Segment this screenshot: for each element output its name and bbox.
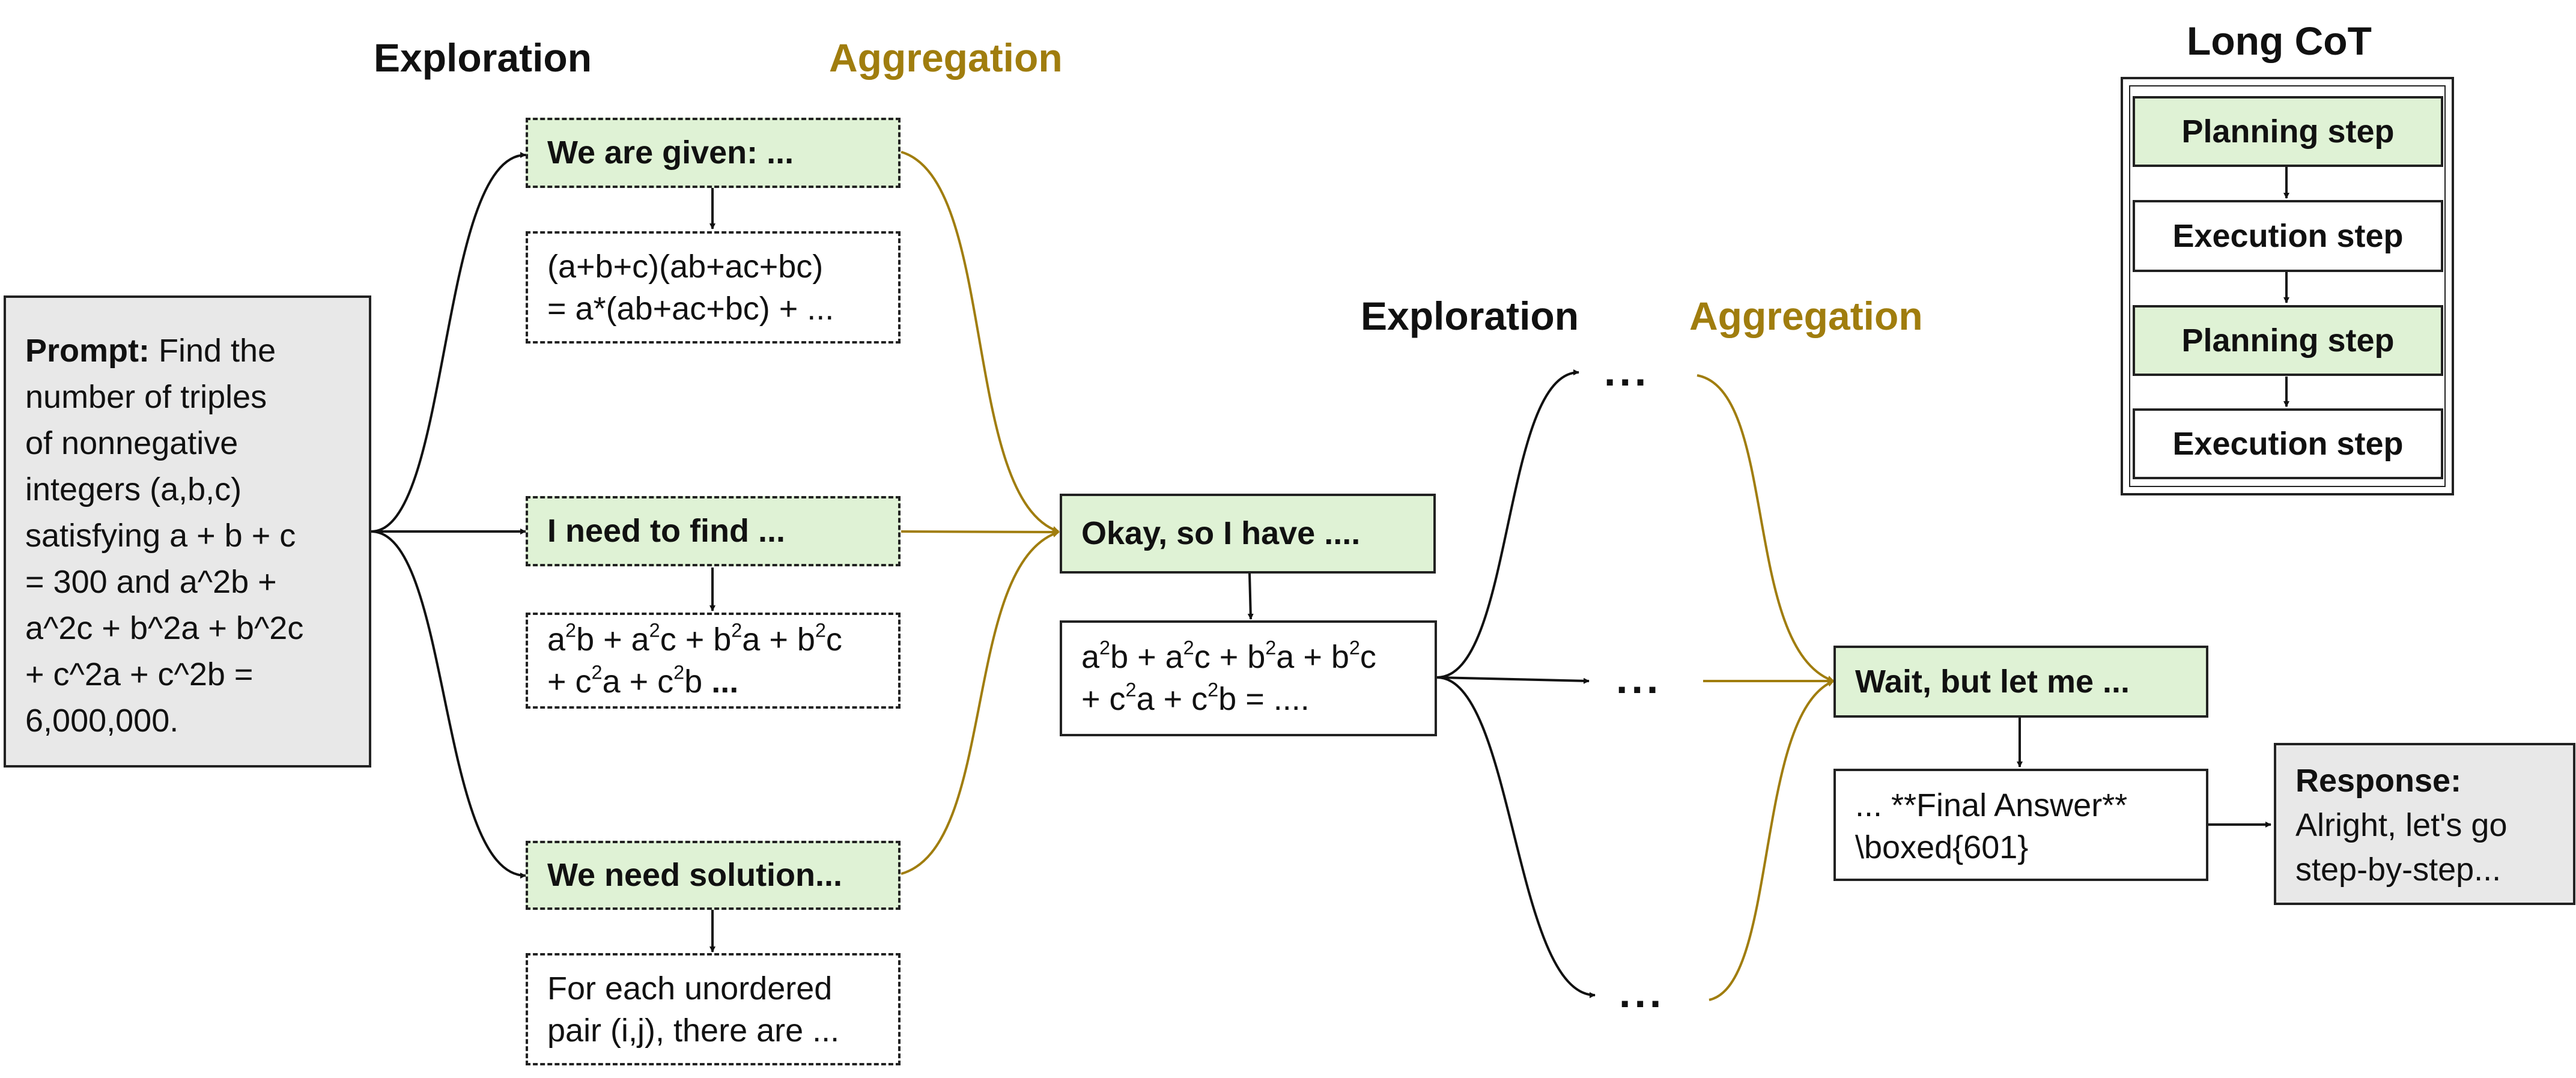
aggregate2-arrow-top bbox=[1697, 374, 1835, 683]
long-cot-step-planning: Planning step bbox=[2133, 305, 2443, 376]
aggregate-2-body: ... **Final Answer** \boxed{601} bbox=[1833, 769, 2208, 881]
response-box: Response: Alright, let's go step-by-step… bbox=[2274, 743, 2575, 905]
branch-1-body: (a+b+c)(ab+ac+bc) = a*(ab+ac+bc) + ... bbox=[526, 231, 901, 344]
branch-2-body: a2b + a2c + b2a + b2c + c2a + c2b ... bbox=[526, 613, 901, 709]
prompt-line: + c^2a + c^2b = bbox=[25, 656, 254, 692]
exploration-heading-2: Exploration bbox=[1361, 294, 1579, 338]
branch-2-body-line: + c2a + c2b ... bbox=[547, 661, 739, 700]
branch-3-body: For each unordered pair (i,j), there are… bbox=[526, 953, 901, 1065]
branch-2-head: I need to find ... bbox=[526, 496, 901, 566]
ellipsis-mid: ... bbox=[1616, 655, 1662, 702]
aggregation-heading-1: Aggregation bbox=[829, 35, 1063, 80]
aggregate-2-head: Wait, but let me ... bbox=[1833, 646, 2208, 718]
prompt-line: of nonnegative bbox=[25, 425, 238, 461]
ellipsis-top: ... bbox=[1604, 348, 1650, 395]
aggregate-arrow-top bbox=[901, 151, 1060, 533]
response-line: step-by-step... bbox=[2295, 852, 2502, 888]
explore2-arrow-mid bbox=[1436, 676, 1590, 684]
branch-3-body-line: pair (i,j), there are ... bbox=[547, 1013, 840, 1049]
prompt-label: Prompt: bbox=[25, 333, 150, 369]
aggregate-2-body-line: ... **Final Answer** bbox=[1855, 787, 2128, 823]
prompt-box: Prompt: Find the number of triples of no… bbox=[4, 295, 371, 768]
aggregate-1-head: Okay, so I have .... bbox=[1060, 494, 1436, 574]
prompt-line: a^2c + b^2a + b^2c bbox=[25, 610, 304, 646]
prompt-line: number of triples bbox=[25, 379, 267, 415]
prompt-line: integers (a,b,c) bbox=[25, 471, 242, 507]
branch-1-body-line: = a*(ab+ac+bc) + ... bbox=[547, 291, 834, 327]
explore2-arrow-bottom bbox=[1436, 676, 1596, 998]
branch-2-body-line: a2b + a2c + b2a + b2c bbox=[547, 619, 842, 658]
aggregate-1-body-line: a2b + a2c + b2a + b2c bbox=[1081, 637, 1376, 675]
response-line: Alright, let's go bbox=[2295, 807, 2508, 843]
ellipsis-bottom: ... bbox=[1619, 969, 1665, 1016]
explore-arrow-top bbox=[371, 152, 526, 533]
long-cot-title: Long CoT bbox=[2187, 19, 2372, 63]
branch-1-head: We are given: ... bbox=[526, 118, 901, 188]
aggregate-arrow-bottom bbox=[901, 530, 1060, 875]
response-label: Response: bbox=[2295, 763, 2462, 799]
prompt-line: Find the bbox=[149, 333, 276, 369]
long-cot-frame bbox=[2121, 77, 2454, 495]
branch-1-body-line: (a+b+c)(ab+ac+bc) bbox=[547, 249, 824, 285]
prompt-line: satisfying a + b + c bbox=[25, 518, 296, 554]
exploration-heading-1: Exploration bbox=[374, 35, 592, 80]
long-cot-step-planning: Planning step bbox=[2133, 96, 2443, 167]
branch-3-body-line: For each unordered bbox=[547, 971, 833, 1007]
step-arrow-4 bbox=[1247, 573, 1254, 620]
long-cot-step-execution: Execution step bbox=[2133, 408, 2443, 479]
explore2-arrow-top bbox=[1436, 369, 1579, 679]
aggregate2-arrow-bottom bbox=[1709, 680, 1835, 1001]
prompt-line: = 300 and a^2b + bbox=[25, 564, 277, 600]
branch-3-head: We need solution... bbox=[526, 841, 901, 910]
aggregation-heading-2: Aggregation bbox=[1689, 294, 1923, 338]
explore-arrow-bottom bbox=[371, 530, 526, 879]
prompt-line: 6,000,000. bbox=[25, 703, 179, 739]
aggregate-2-body-line: \boxed{601} bbox=[1855, 829, 2029, 866]
aggregate-arrow-mid bbox=[901, 528, 1060, 536]
aggregate-1-body-line: + c2a + c2b = .... bbox=[1081, 679, 1310, 718]
long-cot-step-execution: Execution step bbox=[2133, 200, 2443, 272]
aggregate-1-body: a2b + a2c + b2a + b2c + c2a + c2b = .... bbox=[1060, 620, 1437, 736]
